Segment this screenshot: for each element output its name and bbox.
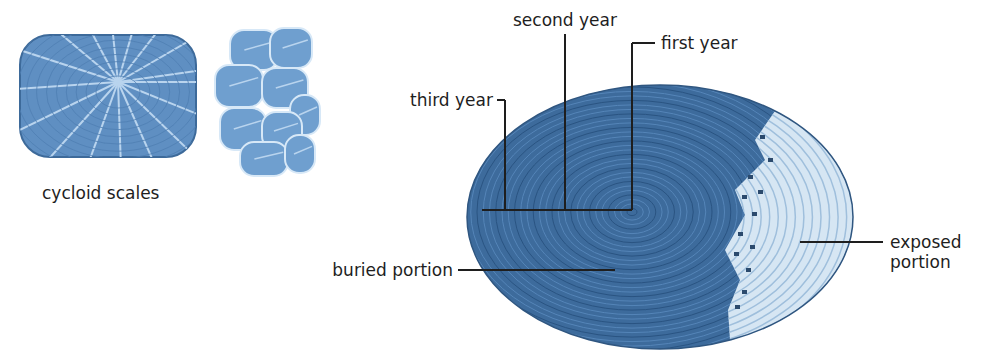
- scale-tooth: [746, 268, 751, 272]
- growth-ring: [358, 15, 906, 361]
- scale-tooth: [742, 195, 747, 199]
- growth-ring: [37, 35, 196, 151]
- cycloid-scale: [0, 0, 278, 242]
- growth-ring: [479, 95, 821, 340]
- scale-tooth: [738, 232, 743, 236]
- scale-tooth: [750, 245, 755, 249]
- scale-tooth: [758, 190, 763, 194]
- growth-ring: [66, 54, 169, 129]
- scale-ray: [63, 82, 118, 157]
- scale-ray: [244, 42, 273, 50]
- scale-ray: [20, 35, 118, 82]
- growth-ring: [56, 47, 179, 137]
- scale-ray: [294, 146, 312, 154]
- scale-tooth: [735, 305, 740, 309]
- growth-ring: [20, 35, 196, 157]
- scale-ray: [118, 82, 196, 157]
- growth-ring: [340, 1, 925, 361]
- growth-ring: [462, 82, 838, 351]
- growth-ring: [20, 35, 196, 157]
- scale-ray: [118, 35, 196, 82]
- scale-ray: [20, 82, 118, 152]
- small-scale: [240, 142, 288, 176]
- growth-ring: [565, 156, 736, 278]
- small-scale: [285, 135, 315, 173]
- small-scale: [270, 28, 312, 68]
- growth-ring: [20, 35, 196, 157]
- growth-ring: [445, 70, 855, 361]
- growth-ring: [396, 42, 869, 361]
- scale-tooth: [742, 290, 747, 294]
- growth-ring: [365, 19, 900, 361]
- growth-ring: [96, 76, 140, 108]
- part-label: buried portion: [332, 260, 453, 280]
- growth-ring: [470, 88, 829, 345]
- scale-tooth: [748, 175, 753, 179]
- growth-ring: [496, 107, 804, 327]
- scale-tooth: [760, 135, 765, 139]
- growth-ring: [352, 10, 912, 361]
- growth-ring: [513, 119, 787, 315]
- growth-ring: [530, 131, 769, 302]
- growth-ring: [556, 150, 744, 285]
- growth-ring: [20, 35, 196, 157]
- growth-ring: [371, 24, 894, 361]
- growth-ring: [539, 137, 761, 296]
- growth-ring: [505, 113, 796, 321]
- part-label: second year: [513, 10, 617, 30]
- growth-ring: [47, 40, 190, 144]
- large-scale: [333, 0, 931, 361]
- small-scale: [215, 65, 263, 107]
- growth-ring: [390, 37, 875, 361]
- scale-ray: [276, 80, 304, 88]
- leader-lines: [458, 34, 883, 270]
- scale-ray: [118, 82, 183, 157]
- scale-tooth: [734, 252, 739, 256]
- part-label: exposed portion: [890, 232, 980, 272]
- growth-ring: [346, 6, 919, 361]
- growth-ring: [522, 125, 779, 309]
- growth-ring: [547, 144, 752, 291]
- growth-ring: [76, 62, 160, 123]
- scale-ray: [234, 121, 262, 129]
- scale-tooth: [752, 212, 757, 216]
- growth-ring: [488, 101, 813, 334]
- part-label: cycloid scales: [42, 183, 159, 203]
- growth-ring: [377, 28, 887, 361]
- scale-ray: [118, 82, 124, 157]
- scale-tooth: [768, 158, 773, 162]
- scale-ray: [274, 123, 298, 131]
- scale-ray: [101, 35, 118, 82]
- scale-ray: [254, 152, 283, 159]
- growth-ring: [27, 35, 196, 157]
- part-label: third year: [410, 90, 493, 110]
- scale-ray: [299, 107, 317, 115]
- growth-ring: [428, 58, 873, 361]
- scale-ray: [43, 35, 118, 82]
- growth-ring: [383, 33, 881, 361]
- growth-ring: [86, 69, 150, 115]
- scale-ray: [229, 78, 258, 86]
- growth-ring: [411, 46, 890, 361]
- growth-ring: [333, 0, 931, 361]
- scale-ray: [20, 82, 118, 93]
- part-label: first year: [661, 33, 738, 53]
- growth-ring: [436, 64, 864, 361]
- scale-cluster: [215, 28, 320, 176]
- scale-ray: [283, 40, 308, 48]
